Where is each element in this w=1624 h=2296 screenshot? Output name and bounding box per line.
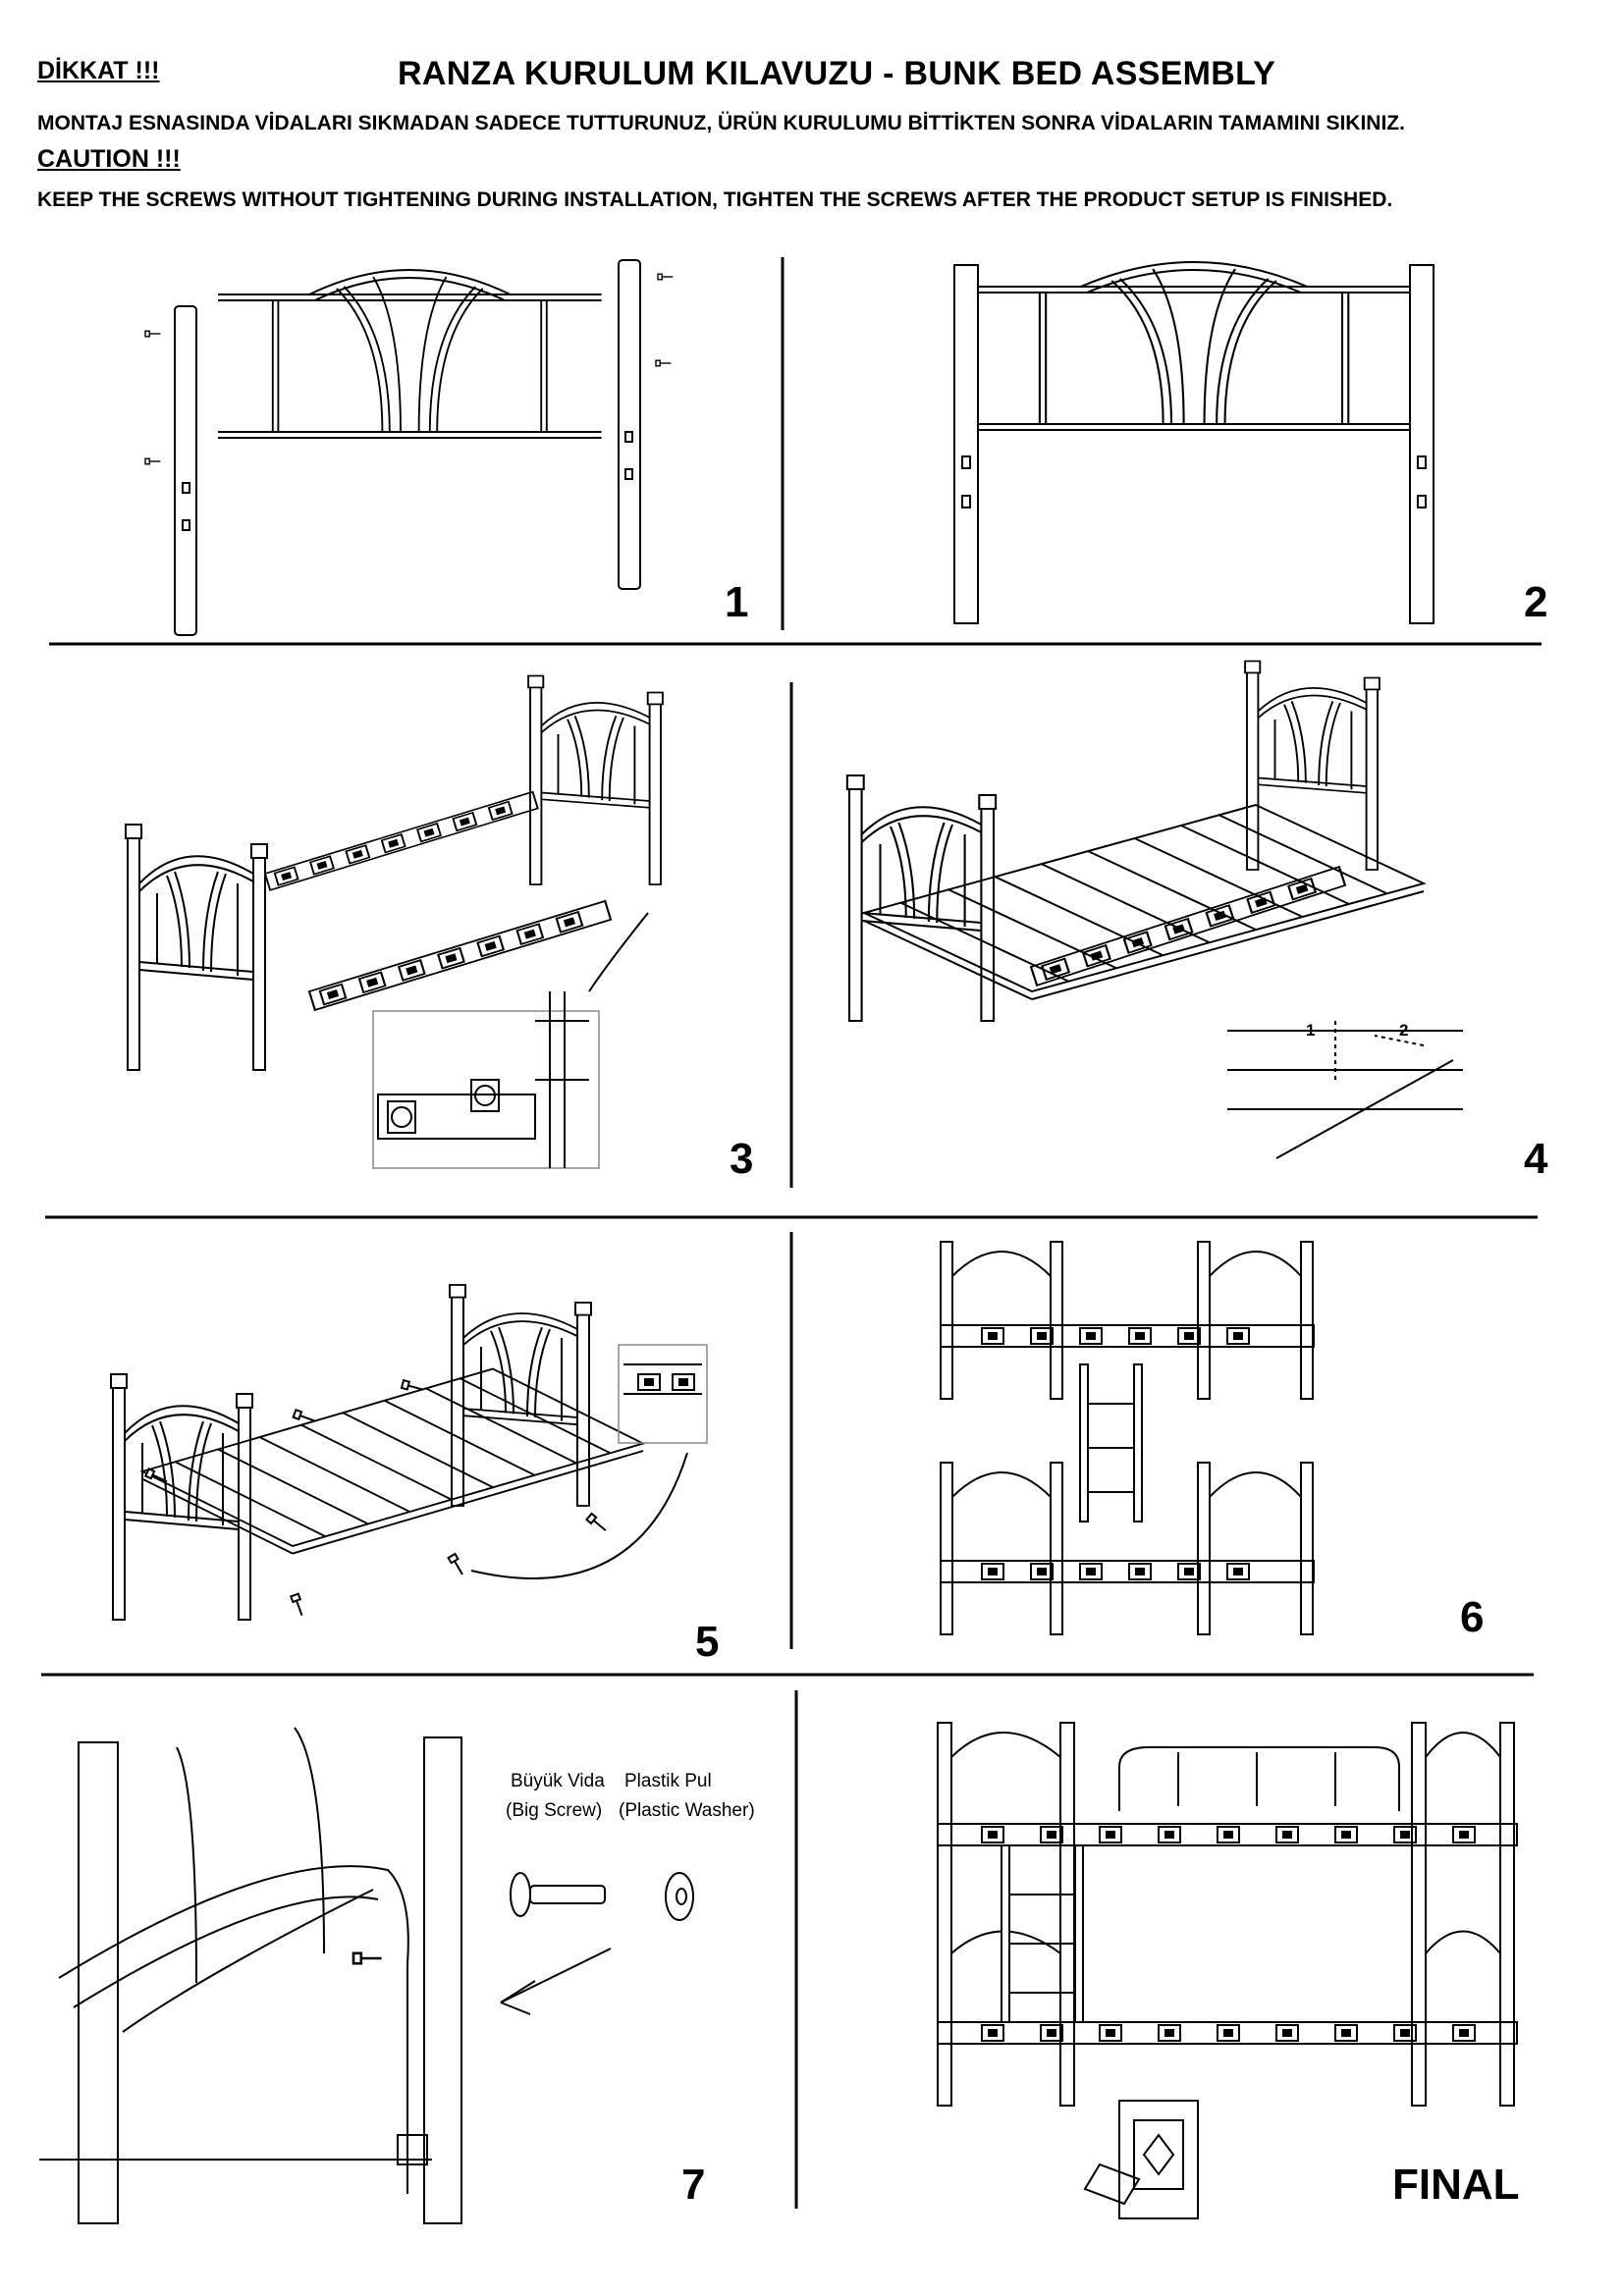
step-4-arrow-label-1: 1 [1306,1021,1315,1040]
warning-heading-en: CAUTION !!! [37,145,181,173]
step-number-5: 5 [695,1618,719,1666]
step-2-illustration: 2 [953,260,1547,626]
step-number-2: 2 [1524,578,1547,626]
step-3-illustration: 3 [125,674,753,1183]
step-number-7: 7 [681,2161,705,2209]
big-screw-label-tr: Büyük Vida [511,1771,605,1791]
step-number-3: 3 [730,1135,753,1183]
instruction-en: KEEP THE SCREWS WITHOUT TIGHTENING DURIN… [37,188,1393,211]
final-illustration: FINAL [937,1722,1520,2219]
lower-bed-frame [940,1462,1315,1635]
big-screw-icon [510,1872,606,1917]
plastic-washer-icon [665,1872,694,1921]
plastic-washer-label-en: (Plastic Washer) [619,1800,755,1821]
page-title: RANZA KURULUM KILAVUZU - BUNK BED ASSEMB… [398,55,1276,92]
step-number-final: FINAL [1392,2161,1520,2209]
step-4-arrow-label-2: 2 [1399,1021,1408,1040]
ladder [1079,1363,1143,1522]
warning-heading-tr: DİKKAT !!! [37,57,160,84]
instruction-tr: MONTAJ ESNASINDA VİDALARI SIKMADAN SADEC… [37,112,1405,134]
step-4-illustration: 1 2 4 [845,660,1548,1183]
step-1-illustration: 1 [144,259,748,636]
step-6-illustration: 6 [940,1241,1484,1641]
final-detail-inset [1083,2100,1199,2219]
step-5-illustration: 5 [110,1284,719,1666]
step-number-6: 6 [1460,1593,1484,1641]
step-5-detail-inset [618,1344,708,1444]
big-screw-label-en: (Big Screw) [506,1800,602,1821]
step-4-detail-inset: 1 2 [1227,1021,1463,1159]
step-number-4: 4 [1524,1135,1548,1183]
upper-bed-frame [940,1241,1315,1400]
step-7-illustration: Büyük Vida (Big Screw) Plastik Pul (Plas… [39,1727,755,2224]
step-3-detail-inset [372,991,600,1169]
final-ladder [1001,1844,1084,2023]
plastic-washer-label-tr: Plastik Pul [624,1771,712,1791]
step-number-1: 1 [725,578,748,626]
